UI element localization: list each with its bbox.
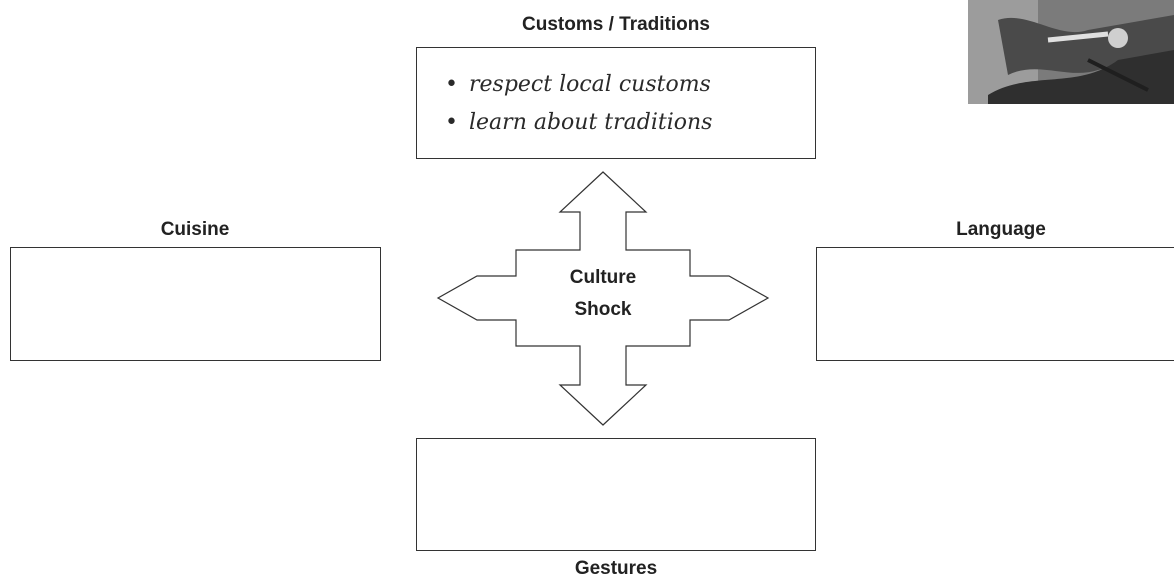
customs-traditions-notes: respect local customs learn about tradit… (445, 66, 712, 142)
center-concept: Culture Shock (548, 262, 658, 326)
bicycle-photo-icon (968, 0, 1174, 104)
note-item: respect local customs (445, 66, 712, 104)
four-way-arrow (436, 171, 770, 426)
language-heading: Language (956, 219, 1046, 240)
cuisine-heading: Cuisine (160, 219, 230, 240)
customs-traditions-heading: Customs / Traditions (522, 14, 710, 35)
gestures-box[interactable] (416, 438, 816, 551)
cuisine-box[interactable] (10, 247, 381, 361)
gestures-heading: Gestures (574, 558, 658, 579)
photo-image (968, 0, 1174, 104)
center-concept-line2: Shock (574, 299, 632, 320)
note-item: learn about traditions (445, 104, 712, 142)
customs-traditions-box: respect local customs learn about tradit… (416, 47, 816, 159)
center-concept-line1: Culture (569, 267, 637, 288)
language-box[interactable] (816, 247, 1174, 361)
